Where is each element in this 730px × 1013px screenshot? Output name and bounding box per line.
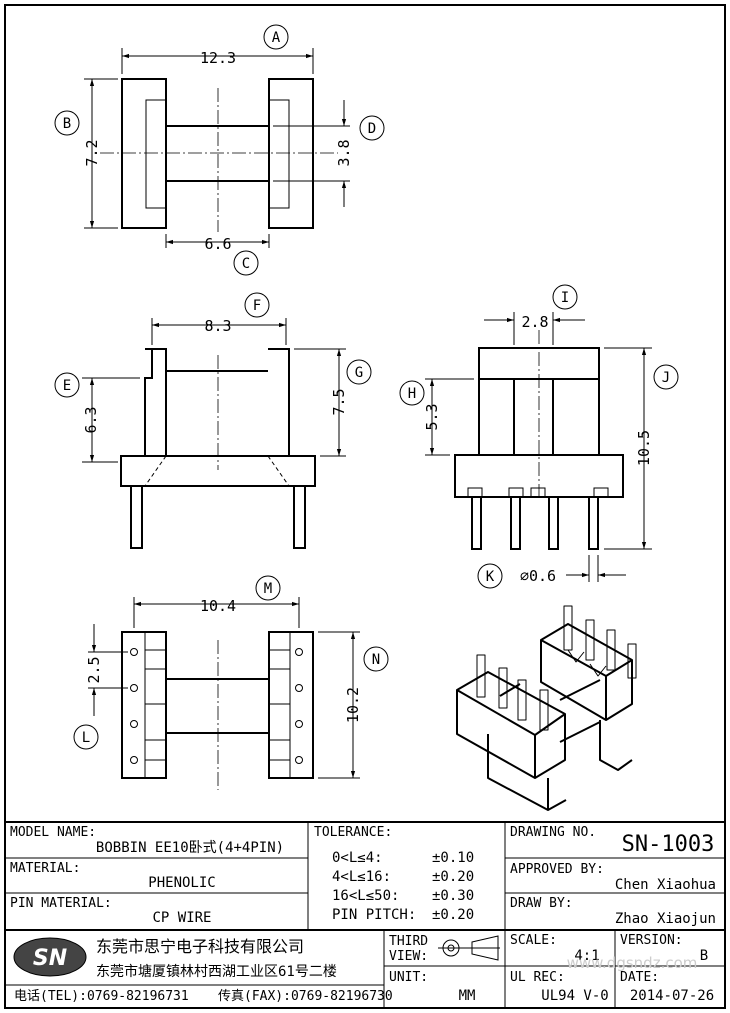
draw-by: Zhao Xiaojun: [615, 911, 716, 927]
logo-text: SN: [33, 946, 67, 971]
side-view: 2.8 5.3 10.5 ⌀0.6: [423, 312, 653, 585]
dim-j-text: 10.5: [635, 430, 653, 466]
bubble-c: C: [233, 250, 259, 276]
company-logo: [13, 937, 87, 977]
date-label: DATE:: [620, 970, 659, 985]
version-label: VERSION:: [620, 933, 683, 948]
svg-text:N: N: [372, 652, 380, 668]
svg-text:B: B: [63, 116, 71, 132]
svg-text:A: A: [272, 30, 281, 46]
dim-h-text: 5.3: [423, 403, 441, 430]
third-view-label-1: THIRD: [389, 934, 428, 949]
front-view: 8.3 6.3 7.5: [82, 317, 348, 549]
bubble-e: E: [54, 372, 80, 398]
dim-m-text: 10.4: [200, 597, 236, 615]
company-name: 东莞市思宁电子科技有限公司: [96, 937, 304, 956]
pin-material-value: CP WIRE: [152, 910, 211, 926]
third-view-label-2: VIEW:: [389, 949, 428, 964]
unit-label: UNIT:: [389, 970, 428, 985]
tolerance-label: TOLERANCE:: [314, 825, 392, 840]
title-block: MODEL NAME: BOBBIN EE10卧式(4+4PIN) MATERI…: [5, 821, 725, 1008]
svg-text:I: I: [561, 290, 569, 306]
drawing-no-label: DRAWING NO.: [510, 825, 596, 840]
svg-text:E: E: [63, 378, 71, 394]
sheet-border: [4, 4, 726, 1009]
svg-text:D: D: [368, 121, 376, 137]
tol-value-1: ±0.20: [432, 869, 474, 885]
version-value: B: [700, 948, 708, 964]
dim-f-text: 8.3: [204, 317, 231, 335]
dim-b-text: 7.2: [83, 139, 101, 166]
dim-d-text: 3.8: [335, 139, 353, 166]
drawing-no: SN-1003: [622, 832, 715, 857]
bottom-view: 10.4 2.5 10.2: [85, 597, 362, 790]
date-value: 2014-07-26: [630, 988, 714, 1004]
bubble-f: F: [244, 292, 270, 318]
bubble-l: L: [73, 724, 99, 750]
model-value: BOBBIN EE10卧式(4+4PIN): [96, 840, 284, 856]
svg-text:F: F: [253, 298, 261, 314]
approved-label: APPROVED BY:: [510, 862, 604, 877]
bubble-a: A: [263, 24, 289, 50]
tol-value-3: ±0.20: [432, 907, 474, 923]
bubble-b: B: [54, 110, 80, 136]
dim-pitch-text: 2.5: [85, 656, 103, 683]
top-view: 12.3 7.2 6.6 3.8: [83, 48, 353, 253]
tol-value-2: ±0.30: [432, 888, 474, 904]
bubble-j: J: [653, 364, 679, 390]
svg-text:K: K: [486, 569, 495, 585]
tol-value-0: ±0.10: [432, 850, 474, 866]
material-label: MATERIAL:: [10, 861, 80, 876]
company-address: 东莞市塘厦镇林村西湖工业区61号二楼: [96, 963, 337, 980]
isometric-view: [456, 605, 637, 811]
ul-value: UL94 V-0: [541, 988, 608, 1004]
svg-text:H: H: [408, 386, 416, 402]
dim-g-text: 7.5: [330, 388, 348, 415]
dim-e-text: 6.3: [82, 406, 100, 433]
draw-label: DRAW BY:: [510, 896, 573, 911]
watermark: www.dgsndz.com: [567, 954, 698, 972]
ul-label: UL REC:: [510, 970, 565, 985]
dim-c-text: 6.6: [204, 235, 231, 253]
tol-range-1: 4<L≤16:: [332, 869, 391, 885]
tol-range-2: 16<L≤50:: [332, 888, 399, 904]
bubble-d: D: [359, 115, 385, 141]
bubble-n: N: [363, 646, 389, 672]
model-label: MODEL NAME:: [10, 825, 96, 840]
material-value: PHENOLIC: [148, 875, 215, 891]
pin-material-label: PIN MATERIAL:: [10, 896, 112, 911]
bubble-k: K: [477, 563, 503, 589]
scale-label: SCALE:: [510, 933, 557, 948]
bubble-h: H: [399, 380, 425, 406]
svg-text:C: C: [242, 256, 250, 272]
approved-by: Chen Xiaohua: [615, 877, 716, 893]
bubble-i: I: [552, 284, 578, 310]
tol-range-0: 0<L≤4:: [332, 850, 383, 866]
tol-range-3: PIN PITCH:: [332, 907, 416, 923]
svg-text:G: G: [355, 365, 363, 381]
bubble-g: G: [346, 359, 372, 385]
svg-text:M: M: [264, 581, 272, 597]
dim-a-text: 12.3: [200, 49, 236, 67]
scale-value: 4:1: [574, 948, 599, 964]
unit-value: MM: [459, 988, 476, 1004]
svg-text:J: J: [662, 370, 670, 386]
bubble-m: M: [255, 575, 281, 601]
svg-text:L: L: [82, 730, 90, 746]
fax: 传真(FAX):0769-82196730: [218, 989, 393, 1004]
dim-n-text: 10.2: [344, 687, 362, 723]
tel: 电话(TEL):0769-82196731: [14, 989, 189, 1004]
dim-k-text: ⌀0.6: [520, 567, 556, 585]
projection-symbol: [438, 935, 500, 961]
dim-i-text: 2.8: [521, 313, 548, 331]
